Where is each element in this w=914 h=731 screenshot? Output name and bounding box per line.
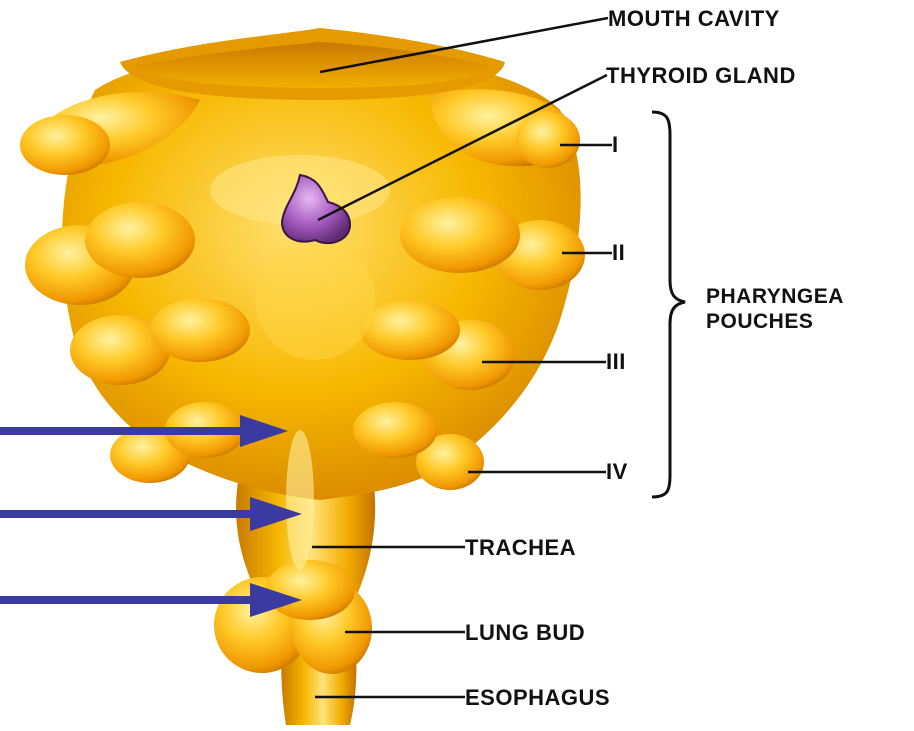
label-pouch-1: I	[612, 132, 619, 158]
trachea-highlight	[286, 430, 314, 570]
lung-bud-top	[265, 560, 355, 620]
label-thyroid-gland: THYROID GLAND	[606, 63, 796, 89]
pouch-3-left-b	[150, 298, 250, 362]
label-mouth-cavity: MOUTH CAVITY	[608, 6, 780, 32]
pouch-1-left	[20, 115, 110, 175]
label-trachea: TRACHEA	[465, 535, 576, 561]
annotation-arrow-3	[0, 583, 302, 617]
label-esophagus: ESOPHAGUS	[465, 685, 610, 711]
body-highlight-2	[255, 240, 375, 360]
pouches-brace	[652, 112, 685, 497]
label-pouch-4: IV	[606, 459, 628, 485]
pouch-4-right-b	[353, 402, 437, 458]
label-pouch-3: III	[606, 349, 626, 375]
pouch-2-right-b	[400, 197, 520, 273]
annotation-arrow-2	[0, 497, 302, 531]
label-pharyngeal-pouches-line1: PHARYNGEA	[706, 284, 844, 309]
pouch-1-right	[516, 112, 580, 168]
pouch-3-right-b	[360, 300, 460, 360]
label-lung-bud: LUNG BUD	[465, 620, 585, 646]
pouch-2-left-b	[85, 202, 195, 278]
label-pouch-2: II	[612, 240, 625, 266]
label-pharyngeal-pouches-line2: POUCHES	[706, 309, 844, 334]
label-pharyngeal-pouches: PHARYNGEA POUCHES	[706, 284, 844, 334]
